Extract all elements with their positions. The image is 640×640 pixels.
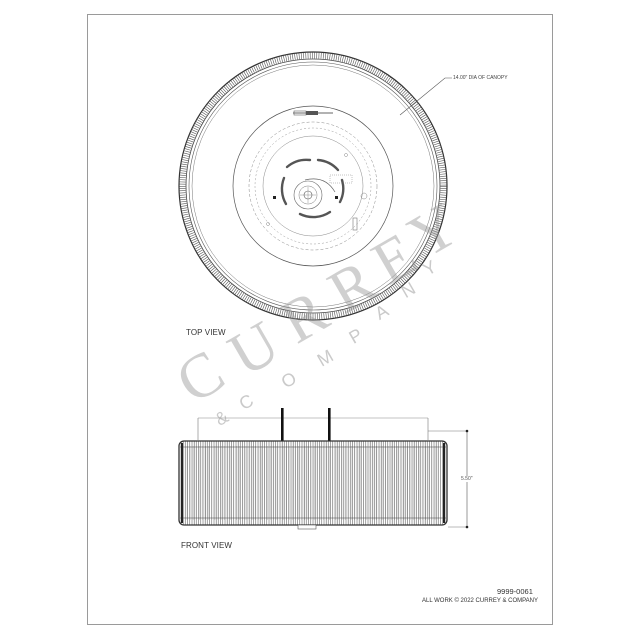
top-view-drawing bbox=[178, 51, 452, 321]
copyright-notice: ALL WORK © 2022 CURREY & COMPANY bbox=[422, 598, 539, 604]
front-view-label: FRONT VIEW bbox=[181, 541, 233, 550]
height-dimension-label: 5.50" bbox=[461, 476, 473, 482]
front-view-drawing bbox=[178, 408, 469, 530]
top-view-label: TOP VIEW bbox=[186, 328, 226, 337]
part-number: 9999-0061 bbox=[497, 587, 533, 596]
canopy-diameter-callout: 14.00" DIA OF CANOPY bbox=[453, 75, 508, 81]
